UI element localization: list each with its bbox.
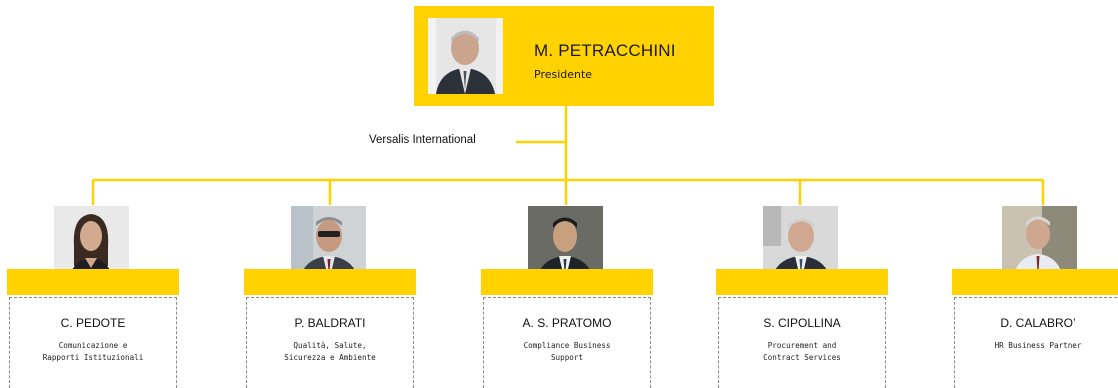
member-role-line: Qualità, Salute, [293, 341, 367, 350]
member-role-line: Compliance Business [523, 341, 611, 350]
member-card-cipollina: S. CIPOLLINA Procurement and Contract Se… [716, 0, 888, 388]
member-band [244, 269, 416, 295]
member-info: C. PEDOTE Comunicazione e Rapporti Istit… [9, 297, 177, 388]
member-role: HR Business Partner [955, 340, 1118, 352]
member-info: P. BALDRATI Qualità, Salute, Sicurezza e… [246, 297, 414, 388]
member-role-line: Procurement and [767, 341, 837, 350]
member-role-line: Sicurezza e Ambiente [284, 353, 376, 362]
president-box: M. PETRACCHINI Presidente [414, 6, 714, 106]
member-name: A. S. PRATOMO [522, 316, 612, 330]
member-role: Procurement and Contract Services [719, 340, 885, 364]
member-role: Qualità, Salute, Sicurezza e Ambiente [247, 340, 413, 364]
member-info: S. CIPOLLINA Procurement and Contract Se… [718, 297, 886, 388]
member-info: D. CALABRO’ HR Business Partner [954, 297, 1118, 388]
member-role: Compliance Business Support [484, 340, 650, 364]
member-role-line: Rapporti Istituzionali [42, 353, 144, 362]
branch-label: Versalis International [369, 134, 476, 146]
member-role-line: Support [550, 353, 583, 362]
president-photo [428, 18, 503, 94]
member-name: D. CALABRO’ [1000, 316, 1076, 330]
member-band [481, 269, 653, 295]
member-card-calabro: D. CALABRO’ HR Business Partner [952, 0, 1118, 388]
member-band [7, 269, 179, 295]
member-info: A. S. PRATOMO Compliance Business Suppor… [483, 297, 651, 388]
member-name: C. PEDOTE [60, 316, 126, 330]
member-role-line: Contract Services [763, 353, 841, 362]
president-name: M. PETRACCHINI [534, 41, 676, 60]
member-role-line: HR Business Partner [994, 341, 1082, 350]
member-card-pedote: C. PEDOTE Comunicazione e Rapporti Istit… [7, 0, 179, 388]
member-band [716, 269, 888, 295]
member-name: S. CIPOLLINA [763, 316, 841, 330]
member-role-line: Comunicazione e [58, 341, 128, 350]
org-connectors [91, 106, 1045, 205]
member-card-pratomo: A. S. PRATOMO Compliance Business Suppor… [481, 0, 653, 388]
member-name: P. BALDRATI [294, 316, 366, 330]
member-card-baldrati: P. BALDRATI Qualità, Salute, Sicurezza e… [244, 0, 416, 388]
member-band [952, 269, 1118, 295]
president-role: Presidente [534, 68, 593, 81]
member-role: Comunicazione e Rapporti Istituzionali [10, 340, 176, 364]
